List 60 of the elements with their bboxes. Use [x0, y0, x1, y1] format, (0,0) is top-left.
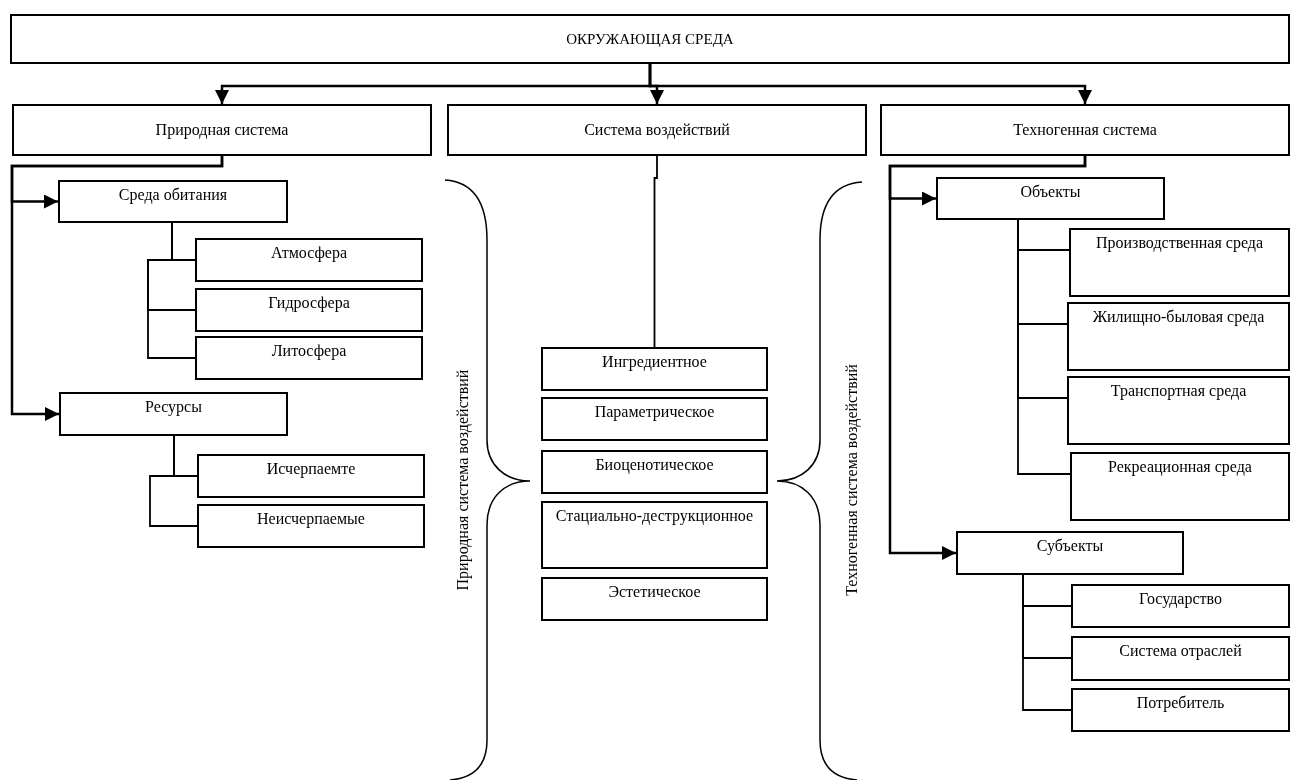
- box-label: Производственная среда: [1095, 233, 1263, 253]
- text-box: [10, 14, 1290, 64]
- box-label: Природная система: [155, 120, 289, 140]
- text-box: [447, 104, 867, 156]
- text-box: [195, 336, 423, 380]
- text-box: [1070, 452, 1290, 521]
- box-label: Объекты: [1020, 182, 1081, 202]
- connector-line: [149, 435, 198, 527]
- box-label: Рекреационная среда: [1108, 457, 1252, 477]
- box-label: Техногенная система: [1013, 120, 1157, 140]
- connector-line: [1017, 219, 1071, 475]
- box-label: Эстетическое: [608, 582, 701, 602]
- text-box: [1067, 376, 1290, 445]
- box-label: Стациально-деструкционное: [555, 506, 754, 526]
- box-label: Жилищно-быловая среда: [1092, 307, 1265, 327]
- box-label: Литосфера: [271, 341, 347, 361]
- box-label: Ресурсы: [145, 397, 202, 417]
- box-label: Среда обитания: [118, 185, 228, 205]
- text-box: [59, 392, 288, 436]
- box-label: Неисчерпаемые: [257, 509, 365, 529]
- text-box: [880, 104, 1290, 156]
- text-box: [541, 397, 768, 441]
- text-box: [1071, 584, 1290, 628]
- text-box: [12, 104, 432, 156]
- text-box: [197, 454, 425, 498]
- text-box: [541, 577, 768, 621]
- box-label: Ингредиентное: [602, 352, 707, 372]
- text-box: [1069, 228, 1290, 297]
- box-label: Транспортная среда: [1110, 381, 1247, 401]
- text-box: [195, 238, 423, 282]
- text-box: [541, 450, 768, 494]
- box-label: Государство: [1139, 589, 1222, 609]
- text-box: [541, 347, 768, 391]
- box-label: Субъекты: [1036, 536, 1104, 556]
- text-box: [936, 177, 1165, 220]
- box-label: Атмосфера: [270, 243, 348, 263]
- arrow: [648, 64, 1092, 104]
- box-label: ОКРУЖАЮЩАЯ СРЕДА: [566, 29, 734, 49]
- box-label: Параметрическое: [594, 402, 715, 422]
- box-label: Биоценотическое: [595, 455, 714, 475]
- text-box: [1071, 688, 1290, 732]
- connector-line: [653, 155, 658, 348]
- text-box: [541, 501, 768, 569]
- text-box: [1071, 636, 1290, 681]
- connector-line: [1022, 574, 1072, 711]
- arrow: [10, 156, 224, 421]
- box-label: Потребитель: [1136, 693, 1225, 713]
- text-box: [58, 180, 288, 223]
- text-box: [195, 288, 423, 332]
- text-box: [956, 531, 1184, 575]
- connector-line: [147, 222, 196, 359]
- box-label: Система отраслей: [1119, 641, 1242, 661]
- box-label: Исчерпаемте: [266, 459, 356, 479]
- text-box: [197, 504, 425, 548]
- box-label: Система воздействий: [584, 120, 730, 140]
- vertical-label: Техногенная система воздействий: [842, 364, 861, 596]
- box-label: Гидросфера: [268, 293, 350, 313]
- arrow: [888, 156, 1087, 560]
- vertical-label: Природная система воздействий: [453, 369, 472, 591]
- text-box: [1067, 302, 1290, 371]
